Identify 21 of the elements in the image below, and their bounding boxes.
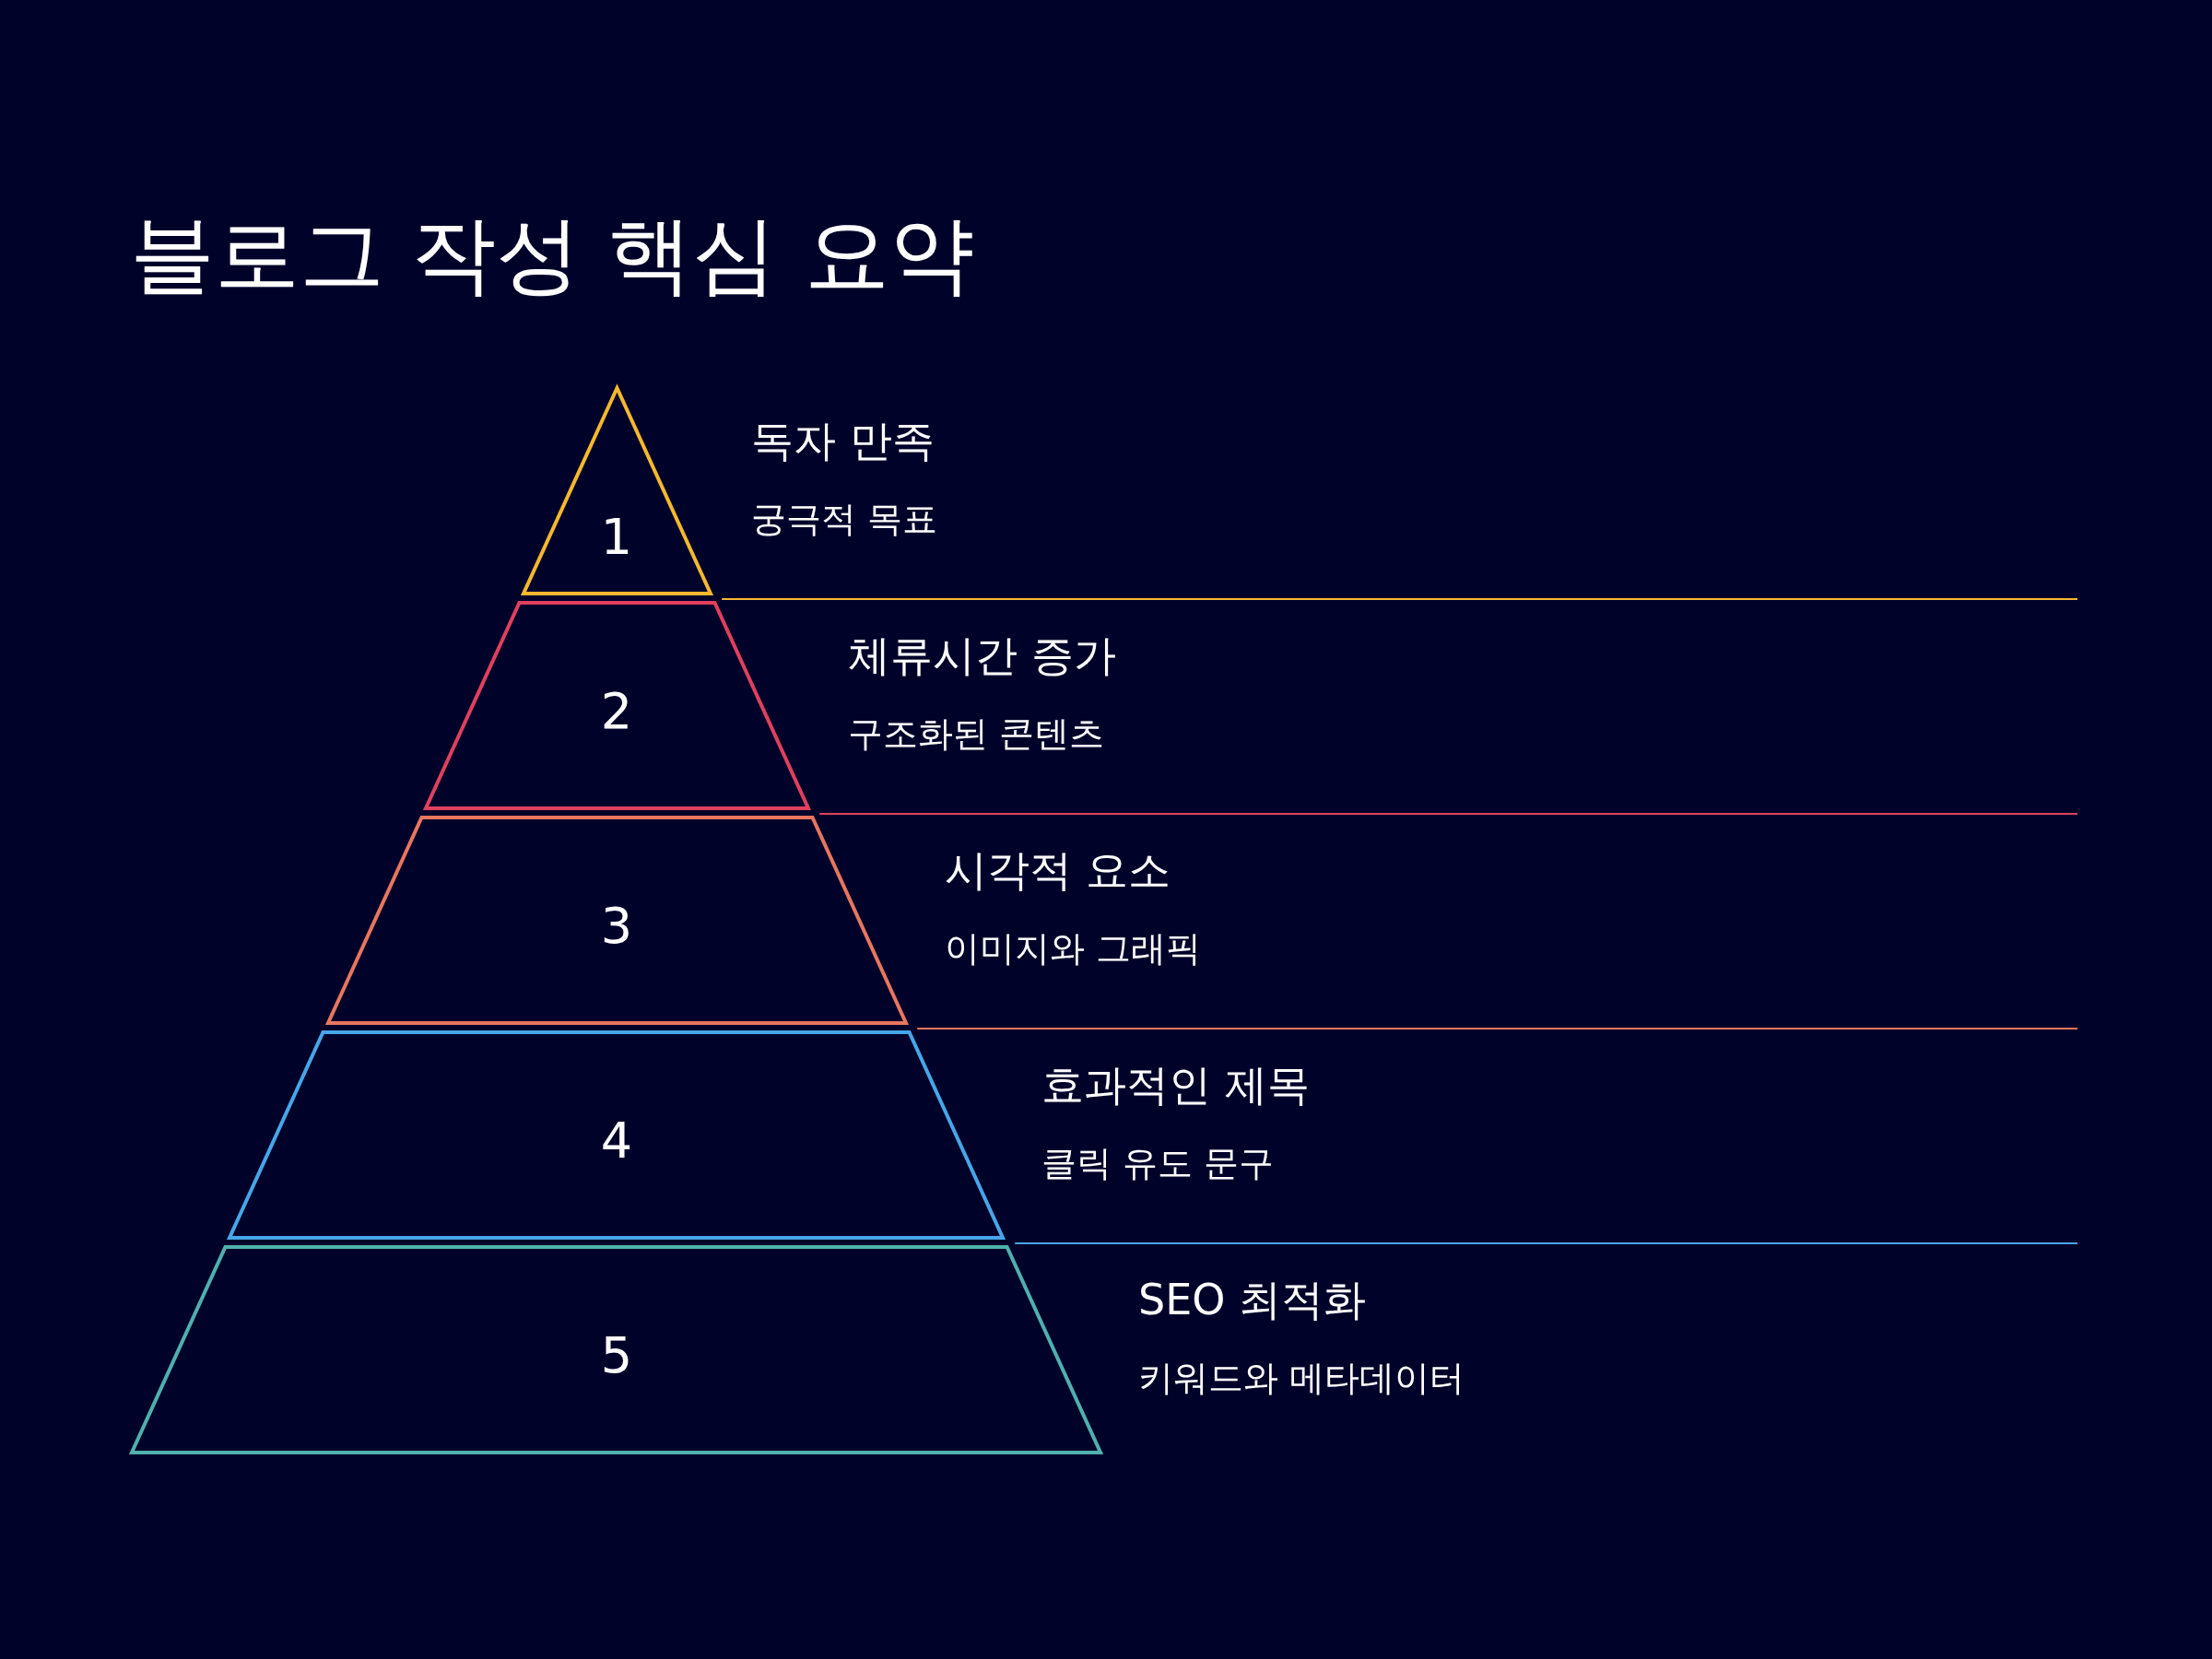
tier-number: 4: [600, 1115, 633, 1166]
tier-description: 궁극적 목표: [751, 499, 938, 541]
tier-number: 5: [600, 1330, 633, 1381]
pyramid-tier: [422, 600, 811, 811]
tier-description: 키워드와 메타데이터: [1138, 1358, 1465, 1400]
pyramid-tier: [227, 1030, 1006, 1241]
tier-heading: 시각적 요소: [945, 845, 1171, 897]
pyramid-tier: [129, 1244, 1104, 1455]
title: 블로그 작성 핵심 요약: [130, 205, 974, 306]
tier-heading: 체류시간 증가: [848, 630, 1116, 682]
tier-description: 구조화된 콘텐츠: [848, 713, 1105, 756]
tier-heading: SEO 최적화: [1138, 1275, 1367, 1326]
tier-description: 이미지와 그래픽: [945, 928, 1202, 971]
tier-number: 3: [600, 900, 633, 951]
tier-heading: 효과적인 제목: [1041, 1060, 1310, 1112]
tier-description: 클릭 유도 문구: [1041, 1143, 1275, 1185]
tier-number: 2: [600, 686, 633, 736]
tier-number: 1: [600, 512, 633, 563]
pyramid-tier: [324, 815, 909, 1026]
tier-heading: 독자 만족: [751, 416, 935, 467]
pyramid-apex-triangle: [520, 385, 713, 596]
